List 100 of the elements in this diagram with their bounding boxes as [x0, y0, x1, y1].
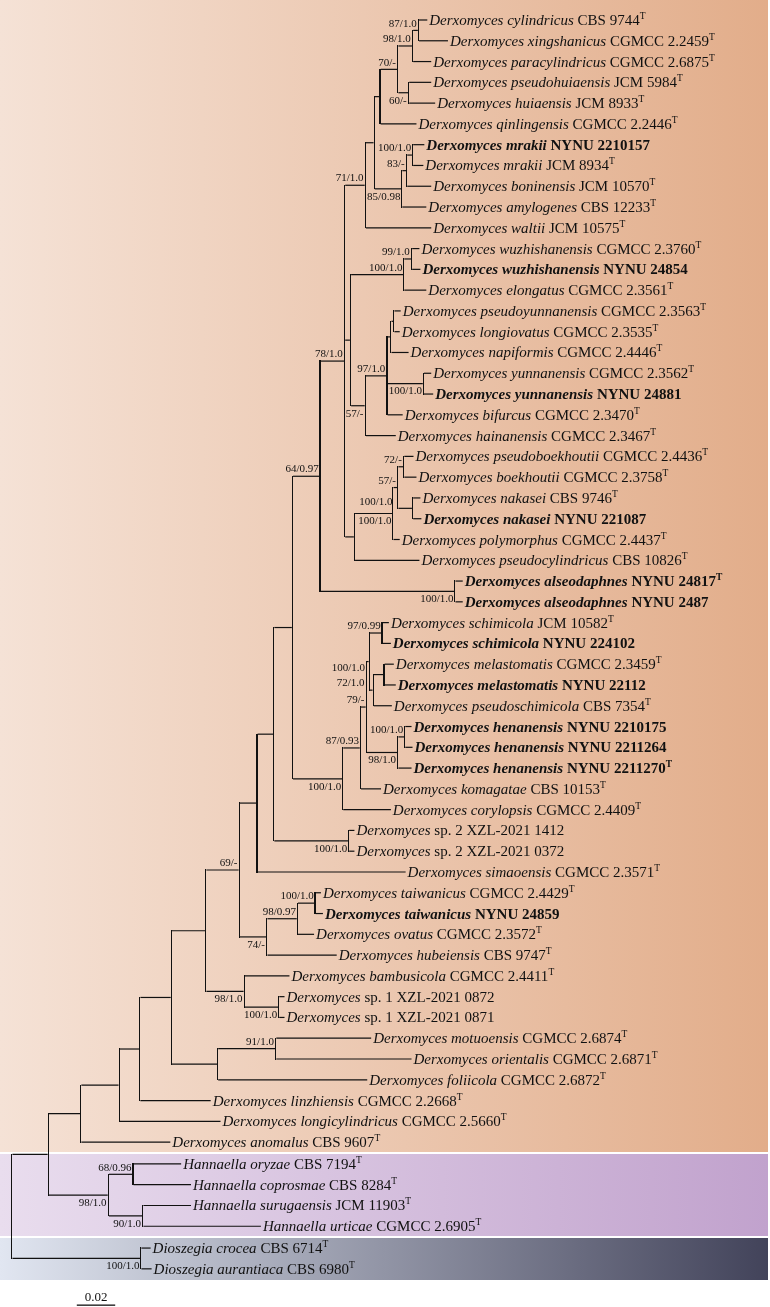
support-value: 97/0.99: [347, 619, 381, 633]
taxon-label: Derxomyces corylopsis CGMCC 2.4409$^{T}$: [392, 800, 642, 819]
taxon-label: Derxomyces alseodaphnes NYNU 24817$^{T}$: [464, 572, 723, 591]
branch-line: [139, 1099, 212, 1102]
branch-line: [108, 1215, 143, 1217]
branch-line: [373, 673, 384, 676]
taxon-label: Derxomyces waltii JCM 10575$^{T}$: [433, 218, 626, 237]
branch-node: [411, 497, 414, 520]
branch-line: [392, 538, 401, 541]
branch-line: [171, 1063, 218, 1065]
branch-line: [275, 1058, 413, 1060]
branch-line: [380, 123, 418, 125]
clade-band: [0, 0, 768, 1152]
branch-line: [403, 258, 412, 260]
branch-line: [320, 590, 455, 593]
branch-line: [412, 164, 424, 167]
support-value: 91/1.0: [246, 1034, 274, 1048]
clade-band: [0, 1238, 768, 1280]
taxon-label: Derxomyces napiformis CGMCC 2.4446$^{T}$: [410, 343, 663, 362]
taxon-label: Derxomyces motuoensis CGMCC 2.6874$^{T}$: [373, 1029, 628, 1048]
branch-node: [411, 144, 414, 167]
branch-line: [256, 733, 274, 735]
taxon-label: Derxomyces pseudoyunnanensis CGMCC 2.3563$^{T}$: [402, 301, 706, 320]
support-value: 83/-: [387, 156, 405, 170]
taxon-label: Derxomyces longiovatus CGMCC 2.3535$^{T}$: [401, 322, 659, 341]
branch-line: [350, 273, 404, 276]
branch-line: [48, 1113, 81, 1115]
branch-line: [412, 144, 425, 146]
branch-line: [350, 405, 366, 407]
taxon-label: Derxomyces huiaensis JCM 8933$^{T}$: [437, 94, 645, 113]
branch-line: [384, 684, 397, 686]
taxon-label: Derxomyces bifurcus CGMCC 2.3470$^{T}$: [404, 405, 640, 424]
branch-line: [397, 45, 413, 47]
branch-line: [320, 360, 345, 362]
branch-node: [417, 19, 420, 42]
taxon-label: Hannaella oryzae CBS 7194$^{T}$: [183, 1154, 362, 1173]
branch-line: [390, 351, 410, 354]
branch-line: [382, 642, 392, 644]
branch-line: [386, 414, 404, 416]
branch-node: [410, 247, 413, 270]
branch-line: [315, 912, 324, 915]
support-value: 100/1.0: [377, 141, 412, 155]
branch-line: [244, 975, 291, 977]
taxon-label: Derxomyces ovatus CGMCC 2.3572$^{T}$: [316, 925, 542, 944]
branch-line: [365, 375, 387, 377]
branch-line: [171, 930, 206, 932]
branch-line: [256, 871, 407, 873]
taxon-label: Derxomyces foliicola CGMCC 2.6872$^{T}$: [369, 1070, 606, 1089]
taxon-label: Derxomyces taiwanicus NYNU 24859: [324, 904, 560, 923]
taxon-label: Derxomyces linzhiensis CGMCC 2.2668$^{T}$: [212, 1091, 463, 1110]
taxon-label: Derxomyces pseudohuiaensis JCM 5984$^{T}$: [433, 73, 683, 92]
taxon-label: Derxomyces boekhoutii CGMCC 2.3758$^{T}$: [418, 468, 669, 487]
branch-line: [397, 767, 413, 769]
branch-line: [397, 92, 409, 94]
branch-line: [142, 1204, 192, 1207]
taxon-label: Derxomyces schimicola NYNU 224102: [392, 634, 635, 653]
branch-line: [342, 809, 392, 811]
branch-line: [217, 1079, 368, 1081]
branch-line: [140, 1247, 152, 1249]
branch-node: [411, 29, 414, 63]
branch-line: [119, 1120, 222, 1122]
branch-line: [365, 227, 432, 229]
taxon-label: Derxomyces hubeiensis CBS 9747$^{T}$: [338, 946, 552, 965]
taxon-label: Derxomyces schimicola JCM 10582$^{T}$: [390, 613, 614, 632]
branch-line: [411, 268, 421, 270]
branch-line: [384, 663, 395, 665]
branch-line: [397, 507, 413, 509]
branch-line: [404, 725, 413, 728]
branch-line: [273, 840, 349, 842]
scale-label: 0.02: [84, 1289, 108, 1304]
branch-line: [348, 829, 356, 831]
branch-line: [132, 1184, 192, 1186]
taxon-label: Derxomyces yunnanensis NYNU 24881: [435, 385, 682, 404]
taxon-label: Derxomyces simaoensis CGMCC 2.3571$^{T}$: [407, 862, 661, 881]
branch-line: [119, 1048, 140, 1050]
branch-line: [205, 869, 240, 871]
support-value: 70/-: [378, 55, 396, 69]
branch-line: [369, 689, 374, 691]
support-value: 100/1.0: [359, 494, 393, 508]
taxon-label: Derxomyces sp. 2 XZL-2021 1412: [356, 821, 565, 840]
taxon-label: Derxomyces elongatus CGMCC 2.3561$^{T}$: [428, 281, 674, 300]
taxon-label: Derxomyces pseudoschimicola CBS 7354$^{T}$: [393, 696, 651, 715]
support-value: 98/1.0: [368, 753, 396, 767]
support-value: 100/1.0: [420, 592, 454, 606]
taxon-label: Derxomyces wuzhishanensis NYNU 24854: [422, 260, 688, 279]
support-value: 100/1.0: [280, 889, 314, 903]
branch-line: [48, 1194, 109, 1196]
taxon-label: Derxomyces pseudocylindricus CBS 10826$^{T}$: [421, 551, 688, 570]
branch-line: [411, 248, 420, 250]
branch-line: [80, 1084, 120, 1086]
branch-line: [239, 936, 267, 938]
support-value: 60/-: [389, 93, 407, 107]
branch-node: [347, 829, 350, 852]
branch-line: [366, 751, 398, 754]
support-value: 100/1.0: [358, 514, 392, 528]
support-value: 100/1.0: [388, 384, 423, 398]
branch-line: [275, 1037, 372, 1039]
taxon-label: Dioszegia aurantiaca CBS 6980$^{T}$: [153, 1259, 355, 1278]
support-value: 98/0.97: [262, 904, 297, 918]
branch-line: [397, 736, 405, 738]
